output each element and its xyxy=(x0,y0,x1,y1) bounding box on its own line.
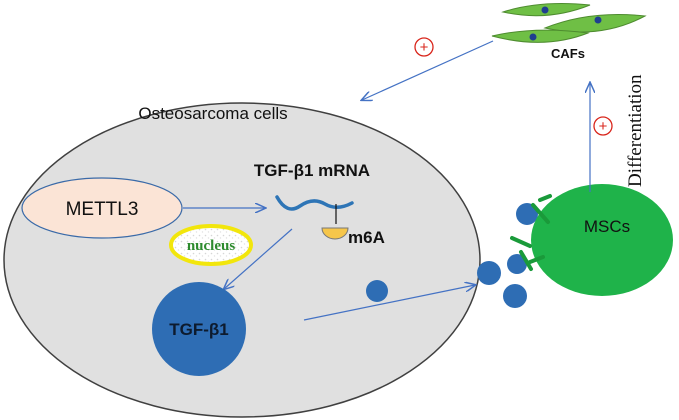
osteosarcoma-cell xyxy=(3,102,481,418)
tgf-protein-label: TGF-β1 xyxy=(169,320,228,339)
nucleus-label: nucleus xyxy=(187,238,236,254)
mettl3-label: METTL3 xyxy=(66,199,139,220)
tgf-dot xyxy=(507,254,527,274)
osteosarcoma-label: Osteosarcoma cells xyxy=(138,104,287,123)
nucleus-ellipse xyxy=(169,224,253,266)
tgf-mrna-label: TGF-β1 mRNA xyxy=(254,161,370,180)
cafs-label: CAFs xyxy=(551,46,585,61)
arrow-cafs-to-osteosarcoma xyxy=(362,40,494,100)
tgf-dot xyxy=(477,261,501,285)
m6a-marker xyxy=(321,227,349,240)
plus-circle-right xyxy=(593,116,613,136)
arrow-mrna-to-protein xyxy=(224,228,293,289)
tgf-dot xyxy=(503,284,527,308)
caf-cell-1 xyxy=(501,3,591,17)
caf-cell-3 xyxy=(491,29,590,43)
tgf-protein-circle xyxy=(152,282,246,376)
tgf-dot xyxy=(516,203,538,225)
mrna-wave xyxy=(275,195,354,211)
caf-cell-2 xyxy=(543,14,647,33)
plus-sign-top: + xyxy=(420,39,429,56)
plus-circle-top xyxy=(414,37,434,57)
mscs-label: MSCs xyxy=(584,217,630,236)
msc-receptors xyxy=(510,194,552,271)
tgf-dot xyxy=(366,280,388,302)
msc-cell xyxy=(531,184,673,296)
m6a-label: m6A xyxy=(348,228,385,247)
plus-sign-right: + xyxy=(599,118,608,135)
arrow-protein-to-mscs xyxy=(303,285,475,321)
differentiation-label: Differentiation xyxy=(625,74,646,187)
mettl3-ellipse xyxy=(21,177,183,239)
